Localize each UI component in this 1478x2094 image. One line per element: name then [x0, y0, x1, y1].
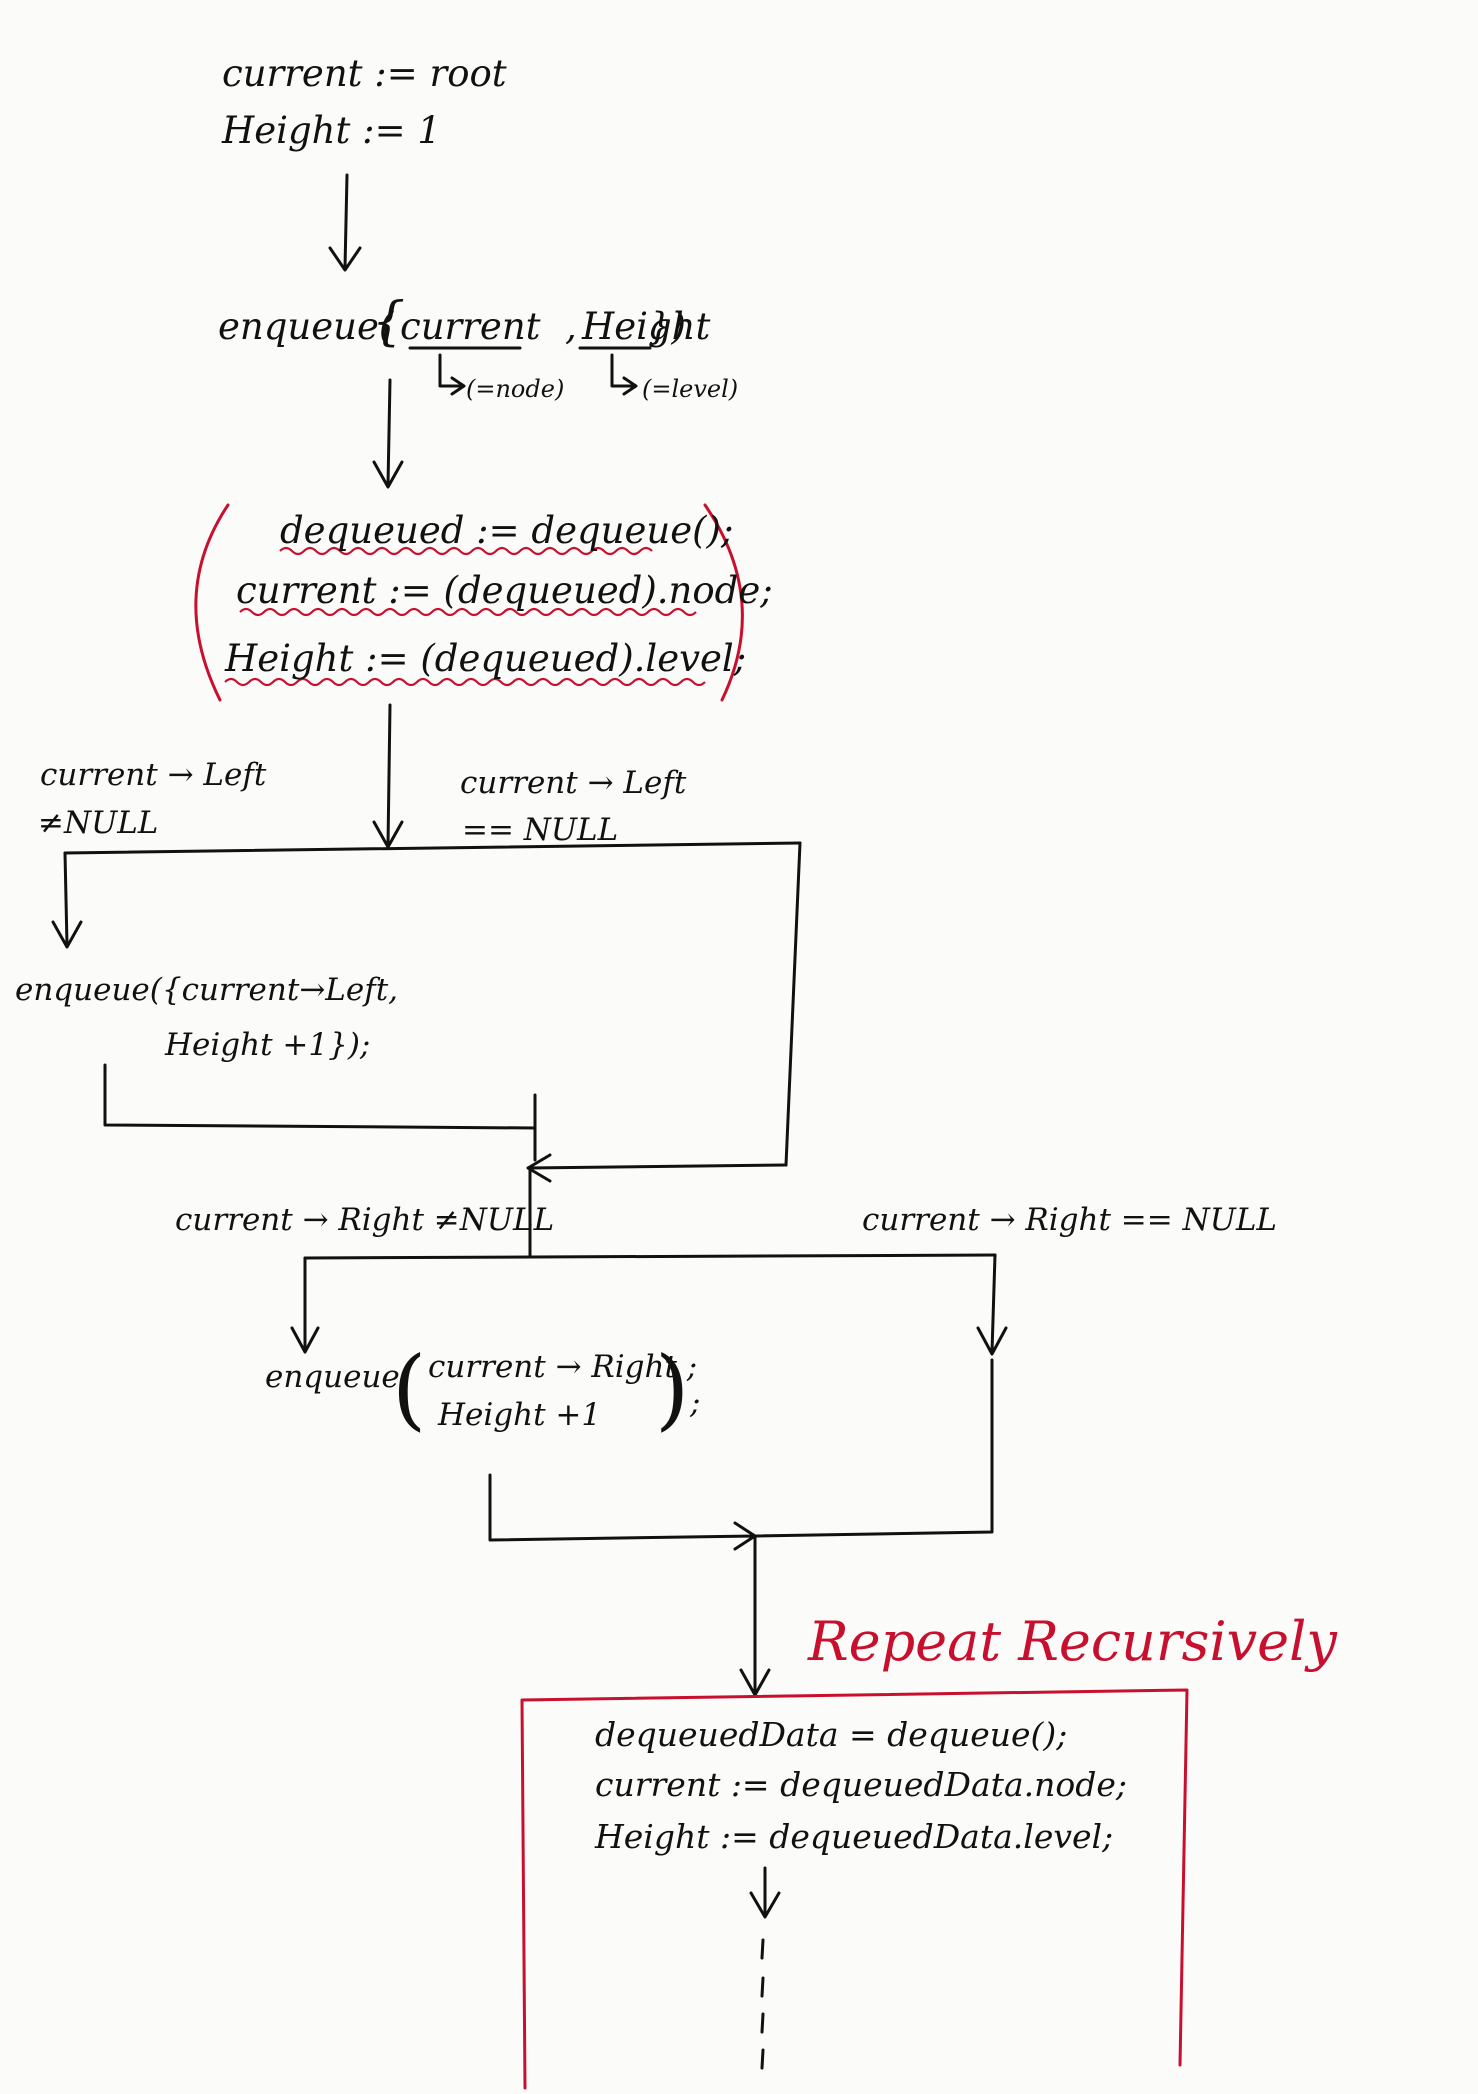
branch1-right-down [784, 841, 802, 1167]
branch1-top-bar [63, 841, 802, 855]
branch1-left-down [51, 851, 83, 949]
cond-left-not-null-2: ≠NULL [38, 805, 159, 841]
enqueue-root-current: current [400, 305, 541, 348]
enqueue-right-paren-close: ) [655, 1337, 690, 1440]
enqueue-left-line2: Height +1}); [165, 1027, 371, 1063]
repeat-inner-arrow [749, 1866, 781, 1919]
cond-left-not-null-1: current → Left [40, 757, 267, 793]
note-node: (=node) [466, 375, 565, 403]
cond-right-not-null: current → Right ≠NULL [175, 1202, 555, 1238]
enqueue-root-brace: { [372, 292, 406, 352]
hook-level [610, 353, 638, 396]
red-paren-left [194, 503, 230, 702]
repeat-line2: current := dequeuedData.node; [595, 1765, 1127, 1804]
cond-left-null-1: current → Left [460, 765, 687, 801]
branch1-right-join [526, 1153, 788, 1183]
branch2-left-down [290, 1256, 320, 1354]
arrow-dequeue-to-branch1 [372, 703, 404, 849]
cond-right-null: current → Right == NULL [862, 1202, 1278, 1238]
enqueue-right-line2: Height +1 [438, 1397, 602, 1433]
branch2-right-down [976, 1253, 1008, 1356]
repeat-block-frame [520, 1688, 1189, 2090]
enqueue-right-line1: current → Right ; [428, 1349, 698, 1385]
branch1-left-join [103, 1063, 537, 1130]
enqueue-right-paren-open: ( [392, 1337, 427, 1440]
dequeue-line3: Height := (dequeued).level; [225, 637, 747, 680]
branch2-top-bar [303, 1253, 997, 1260]
enqueue-root-close: }) [648, 305, 686, 348]
dequeue-line1: dequeued := dequeue(); [280, 509, 734, 552]
hook-node [438, 353, 466, 396]
repeat-line1: dequeuedData = dequeue(); [595, 1715, 1068, 1754]
init-current: current := root [222, 52, 507, 95]
enqueue-left-line1: enqueue({current→Left, [15, 972, 399, 1008]
note-level: (=level) [642, 375, 739, 403]
wavy-underline-2 [239, 607, 697, 617]
branch2-right-join [753, 1358, 994, 1538]
enqueue-root-prefix: enqueue( [218, 305, 394, 348]
red-paren-right [703, 503, 744, 702]
enqueue-right-prefix: enqueue [265, 1359, 400, 1395]
repeat-line3: Height := dequeuedData.level; [595, 1817, 1114, 1856]
init-height: Height := 1 [222, 109, 441, 152]
enqueue-right-suffix: ; [690, 1385, 701, 1421]
wavy-underline-1 [279, 546, 653, 556]
dequeue-line2: current := (dequeued).node; [236, 569, 773, 612]
enqueue-root-comma: , [565, 305, 577, 348]
continuation-dashes [760, 1938, 765, 2070]
branch2-left-join [488, 1473, 757, 1551]
wavy-underline-3 [224, 677, 706, 687]
arrow-enqueue-to-dequeue [372, 378, 404, 489]
arrow-to-repeat-block [739, 1534, 771, 1697]
arrow-init-to-enqueue [328, 173, 362, 272]
enqueue-root-height: Height [582, 305, 711, 348]
cond-left-null-2: == NULL [462, 812, 619, 848]
repeat-title: Repeat Recursively [808, 1610, 1337, 1673]
